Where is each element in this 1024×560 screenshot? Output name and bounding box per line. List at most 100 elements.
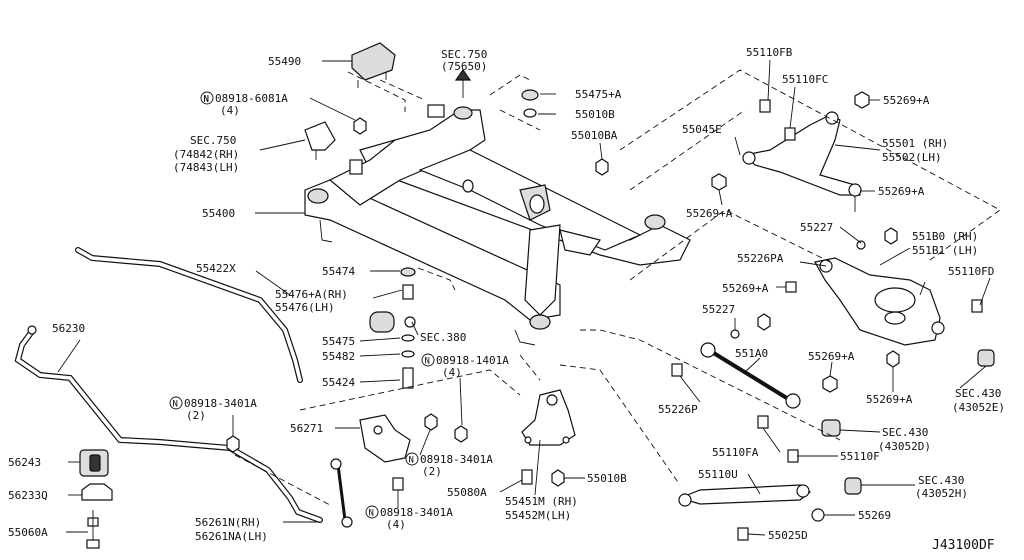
label-55490: 55490 [268, 55, 301, 68]
label-55025d: 55025D [768, 529, 808, 542]
label-sec750-b-rh: (74842(RH) [173, 148, 239, 161]
label-08918-1401a: 08918-1401A [436, 354, 509, 367]
lower-arm-551b0-drawing [814, 257, 945, 346]
label-55269: 55269 [858, 509, 891, 522]
bracket-55451m-drawing [521, 389, 576, 446]
bushing-56243-drawing [79, 449, 109, 477]
label-sec430-b: SEC.430 [882, 426, 928, 439]
label-sec430-a: SEC.430 [955, 387, 1001, 400]
label-55010b-b: 55010B [587, 472, 627, 485]
label-55110fd: 55110FD [948, 265, 994, 278]
nut-symbol-text: N [204, 95, 209, 105]
lateral-link-551a0-drawing [700, 342, 801, 409]
label-56261na: 56261NA(LH) [195, 530, 268, 543]
label-sec430-b-sub: (43052D) [878, 440, 931, 453]
nut-symbol-text: N [409, 456, 414, 466]
leader-lines [57, 59, 991, 536]
label-55269a-4: 55269+A [722, 282, 769, 295]
nut-symbol-icon [200, 91, 214, 105]
label-55227-a: 55227 [800, 221, 833, 234]
label-qty-2-a: (2) [186, 409, 206, 422]
label-55269a-1: 55269+A [883, 94, 930, 107]
label-08918-6081a: 08918-6081A [215, 92, 288, 105]
label-qty-4-a: (4) [220, 104, 240, 117]
label-55110f: 55110F [840, 450, 880, 463]
label-551b0: 551B0 (RH) [912, 230, 978, 243]
bracket-sec750-drawing [304, 121, 336, 160]
label-08918-3401a-c: 08918-3401A [380, 506, 453, 519]
label-56243: 56243 [8, 456, 41, 469]
label-qty-4-c: (4) [386, 518, 406, 531]
part-labels: 55490 N N 08918-6081A (4) SEC.750 (75650… [8, 46, 1005, 553]
label-sec430-c-sub: (43052H) [915, 487, 968, 500]
label-qty-4-b: (4) [442, 366, 462, 379]
label-55424: 55424 [322, 376, 355, 389]
nut-symbol-icon [365, 505, 379, 519]
hardware-right-drawing [671, 91, 995, 541]
label-55400: 55400 [202, 207, 235, 220]
label-551a0: 551A0 [735, 347, 768, 360]
label-55269a-6: 55269+A [866, 393, 913, 406]
label-55010b-a: 55010B [575, 108, 615, 121]
label-55451m: 55451M (RH) [505, 495, 578, 508]
label-55010ba: 55010BA [571, 129, 618, 142]
label-56271: 56271 [290, 422, 323, 435]
bracket-56271-drawing [359, 414, 411, 463]
stabilizer-bar-drawing [14, 325, 323, 523]
label-08918-3401a-b: 08918-3401A [420, 453, 493, 466]
label-55475a: 55475+A [575, 88, 622, 101]
label-55269a-2: 55269+A [878, 185, 925, 198]
label-55080a: 55080A [447, 486, 487, 499]
clamp-56233q-drawing [81, 483, 113, 501]
nut-symbol-text: N [369, 509, 374, 519]
nut-symbol-icon [421, 353, 435, 367]
label-56261n: 56261N(RH) [195, 516, 261, 529]
rear-subframe-drawing [304, 104, 691, 346]
label-sec750-b-lh: (74843(LH) [173, 161, 239, 174]
label-55045e: 55045E [682, 123, 722, 136]
label-56230: 56230 [52, 322, 85, 335]
label-55422x: 55422X [196, 262, 236, 275]
nut-symbol-text: N [204, 95, 209, 105]
dashed-reference-lines [234, 69, 1001, 506]
label-55110fb: 55110FB [746, 46, 793, 59]
lower-link-55110u-drawing [678, 484, 812, 507]
label-55110fc: 55110FC [782, 73, 828, 86]
label-sec380: SEC.380 [420, 331, 466, 344]
label-55060a: 55060A [8, 526, 48, 539]
label-55476a: 55476+A(RH) [275, 288, 348, 301]
label-55269a-3: 55269+A [686, 207, 733, 220]
label-56233q: 56233Q [8, 489, 48, 502]
label-55452m: 55452M(LH) [505, 509, 571, 522]
label-qty-2-b: (2) [422, 465, 442, 478]
label-55110fa: 55110FA [712, 446, 759, 459]
label-sec430-a-sub: (43052E) [952, 401, 1005, 414]
insulator-55490-drawing [351, 42, 396, 88]
label-08918-3401a-a: 08918-3401A [184, 397, 257, 410]
nut-symbol-text: N [173, 400, 178, 410]
upper-arm-55501-drawing [742, 111, 862, 212]
label-55502: 55502(LH) [882, 151, 942, 164]
bolt-55060a-drawing [86, 510, 100, 549]
nut-symbol-icon [169, 396, 183, 410]
nut-symbol-text: N [425, 357, 430, 367]
rear-link-bar-drawing [75, 247, 303, 383]
label-55226p: 55226P [658, 403, 698, 416]
label-sec750-a-sub: (75650) [441, 60, 487, 73]
hardware-center-drawing [226, 68, 609, 491]
label-55482: 55482 [322, 350, 355, 363]
stabilizer-link-drawing [330, 458, 353, 528]
label-sec750-b: SEC.750 [190, 134, 236, 147]
label-55475: 55475 [322, 335, 355, 348]
label-55226pa: 55226PA [737, 252, 784, 265]
diagram-id: J43100DF [932, 538, 995, 553]
label-sec750-a: SEC.750 [441, 48, 487, 61]
nut-symbol-icon [405, 452, 419, 466]
label-55476: 55476(LH) [275, 301, 335, 314]
label-551b1: 551B1 (LH) [912, 244, 978, 257]
label-55501: 55501 (RH) [882, 137, 948, 150]
label-55110u: 55110U [698, 468, 738, 481]
label-55269a-5: 55269+A [808, 350, 855, 363]
label-sec430-c: SEC.430 [918, 474, 964, 487]
